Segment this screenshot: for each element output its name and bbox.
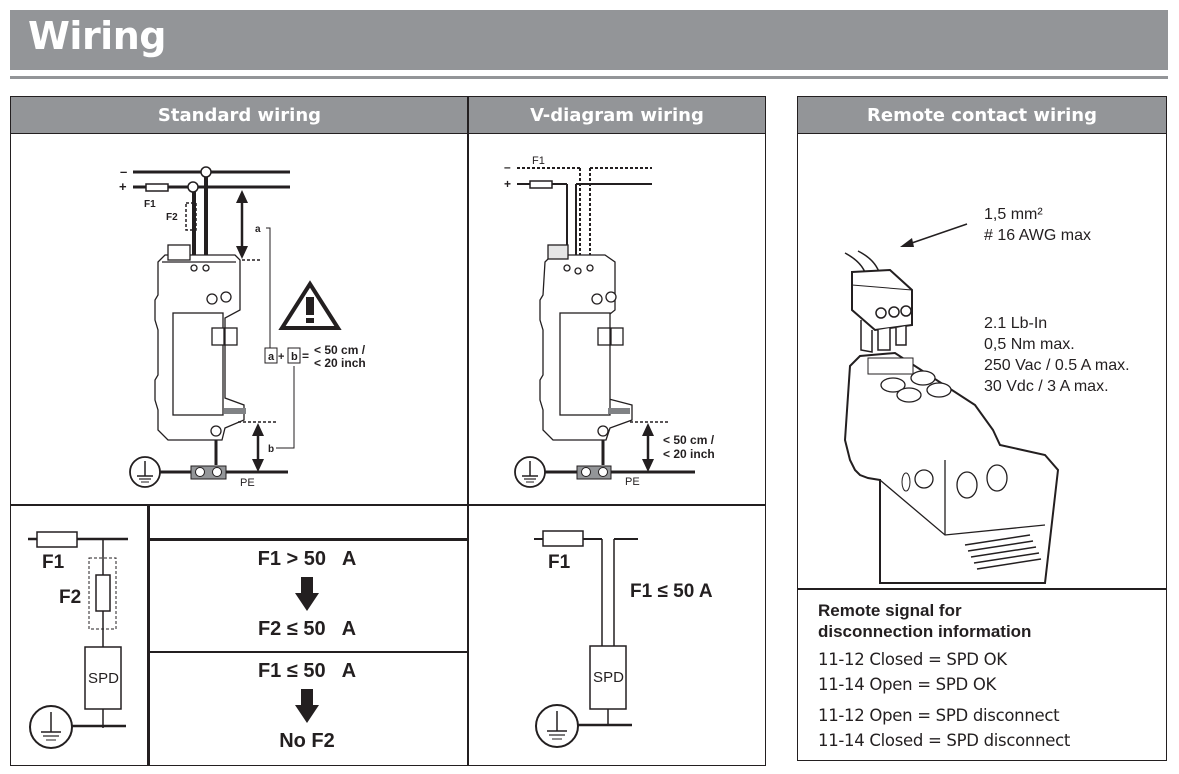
row-divider [11, 504, 765, 506]
limit-line-2: < 20 inch [663, 447, 715, 461]
device-status-stripe [224, 408, 246, 414]
pe-label: PE [625, 476, 640, 488]
limit-line-1: < 50 cm / [663, 433, 715, 447]
column-divider [467, 97, 469, 765]
rule-1-result: F2 ≤ 50 A [257, 618, 357, 640]
wire-size-spec: 1,5 mm² # 16 AWG max [984, 204, 1091, 246]
a-label: a [255, 224, 261, 235]
wiring-table [10, 96, 766, 766]
spd-label: SPD [88, 670, 119, 687]
minus-junction [200, 166, 212, 178]
minus-label: – [120, 164, 127, 179]
rule-2-condition: F1 ≤ 50 A [257, 660, 357, 682]
remote-divider [798, 588, 1166, 590]
spd-box [589, 645, 627, 710]
signal-state: 11-14 Closed = SPD disconnect [818, 731, 1071, 750]
b-label: b [268, 444, 274, 455]
f1-fuse [529, 180, 553, 189]
f1-label: F1 [42, 552, 65, 573]
plus-junction [187, 181, 199, 193]
schematic-divider [147, 505, 150, 765]
f1-label: F1 [144, 199, 156, 210]
signal-state: 11-12 Closed = SPD OK [818, 650, 1007, 669]
warning-icon [278, 280, 342, 330]
remote-contact-wiring-header: Remote contact wiring [798, 97, 1166, 134]
ground-icon [29, 705, 73, 749]
plus-label: + [504, 177, 511, 191]
f1-fuse [145, 183, 169, 192]
rules-mid-line [148, 651, 467, 653]
page-title: Wiring [28, 14, 166, 58]
rating-ac: 250 Vac / 0.5 A max. [984, 357, 1130, 374]
arrow-down-icon [295, 577, 319, 611]
standard-wiring-diagram: – + F1 F2 a b PE a + b = < 50 cm / < 20 … [119, 164, 366, 489]
formula-a: a [268, 351, 275, 363]
f1-fuse-symbol [36, 531, 78, 548]
title-rule [10, 76, 1168, 79]
limit-line-1: < 50 cm / [314, 343, 366, 357]
ground-icon [514, 456, 546, 488]
remote-signal-title-line-1: Remote signal for [818, 601, 962, 620]
terminal-connector [851, 268, 913, 353]
f1-label: F1 [548, 552, 571, 573]
torque-rating-spec: 2.1 Lb-In 0,5 Nm max. 250 Vac / 0.5 A ma… [984, 313, 1130, 397]
standard-schematic: F1 F2 SPD [28, 531, 128, 749]
f1-fuse-symbol [542, 530, 584, 547]
formula-plus: + [278, 351, 284, 363]
remote-contact-diagram [843, 223, 1060, 584]
title-banner [10, 10, 1168, 70]
spd-device [154, 244, 246, 465]
remote-signal-title: Remote signal for disconnection informat… [818, 600, 1031, 642]
rules-top-line [148, 538, 467, 541]
standard-wiring-header: Standard wiring [11, 97, 468, 134]
signal-state: 11-14 Open = SPD OK [818, 675, 997, 694]
v-diagram-wiring-diagram: – + F1 PE < 50 cm / < 20 inch [504, 155, 715, 488]
f1-label: F1 [532, 155, 545, 167]
arrow-down-icon [295, 689, 319, 723]
rule-1-condition: F1 > 50 A [257, 548, 357, 570]
signal-state: 11-12 Open = SPD disconnect [818, 706, 1060, 725]
f2-label: F2 [166, 212, 178, 223]
f2-label: F2 [59, 587, 81, 608]
minus-label: – [504, 160, 511, 174]
wire-size-awg: # 16 AWG max [984, 227, 1091, 244]
spd-label: SPD [593, 669, 624, 686]
v-diagram-schematic: F1 SPD F1 ≤ 50 A [534, 530, 713, 748]
remote-signal-title-line-2: disconnection information [818, 622, 1032, 641]
rule-2-result: No F2 [279, 730, 335, 752]
v-diagram-rule: F1 ≤ 50 A [630, 581, 713, 602]
formula-equals: = [302, 349, 309, 363]
ground-icon [129, 456, 161, 488]
torque-nm: 0,5 Nm max. [984, 336, 1075, 353]
f2-optional-box [88, 557, 117, 630]
rating-dc: 30 Vdc / 3 A max. [984, 378, 1109, 395]
v-diagram-wiring-header: V-diagram wiring [469, 97, 765, 134]
f2-fuse-dashed [185, 202, 197, 231]
wire-size-mm: 1,5 mm² [984, 206, 1043, 223]
spd-device [843, 351, 1060, 584]
torque-lbin: 2.1 Lb-In [984, 315, 1048, 332]
formula-b: b [291, 351, 298, 363]
f2-fuse-symbol [95, 574, 111, 612]
ground-icon [535, 704, 579, 748]
spd-device [539, 244, 633, 465]
pe-label: PE [240, 477, 255, 489]
limit-line-2: < 20 inch [314, 356, 366, 370]
plus-label: + [119, 179, 127, 194]
